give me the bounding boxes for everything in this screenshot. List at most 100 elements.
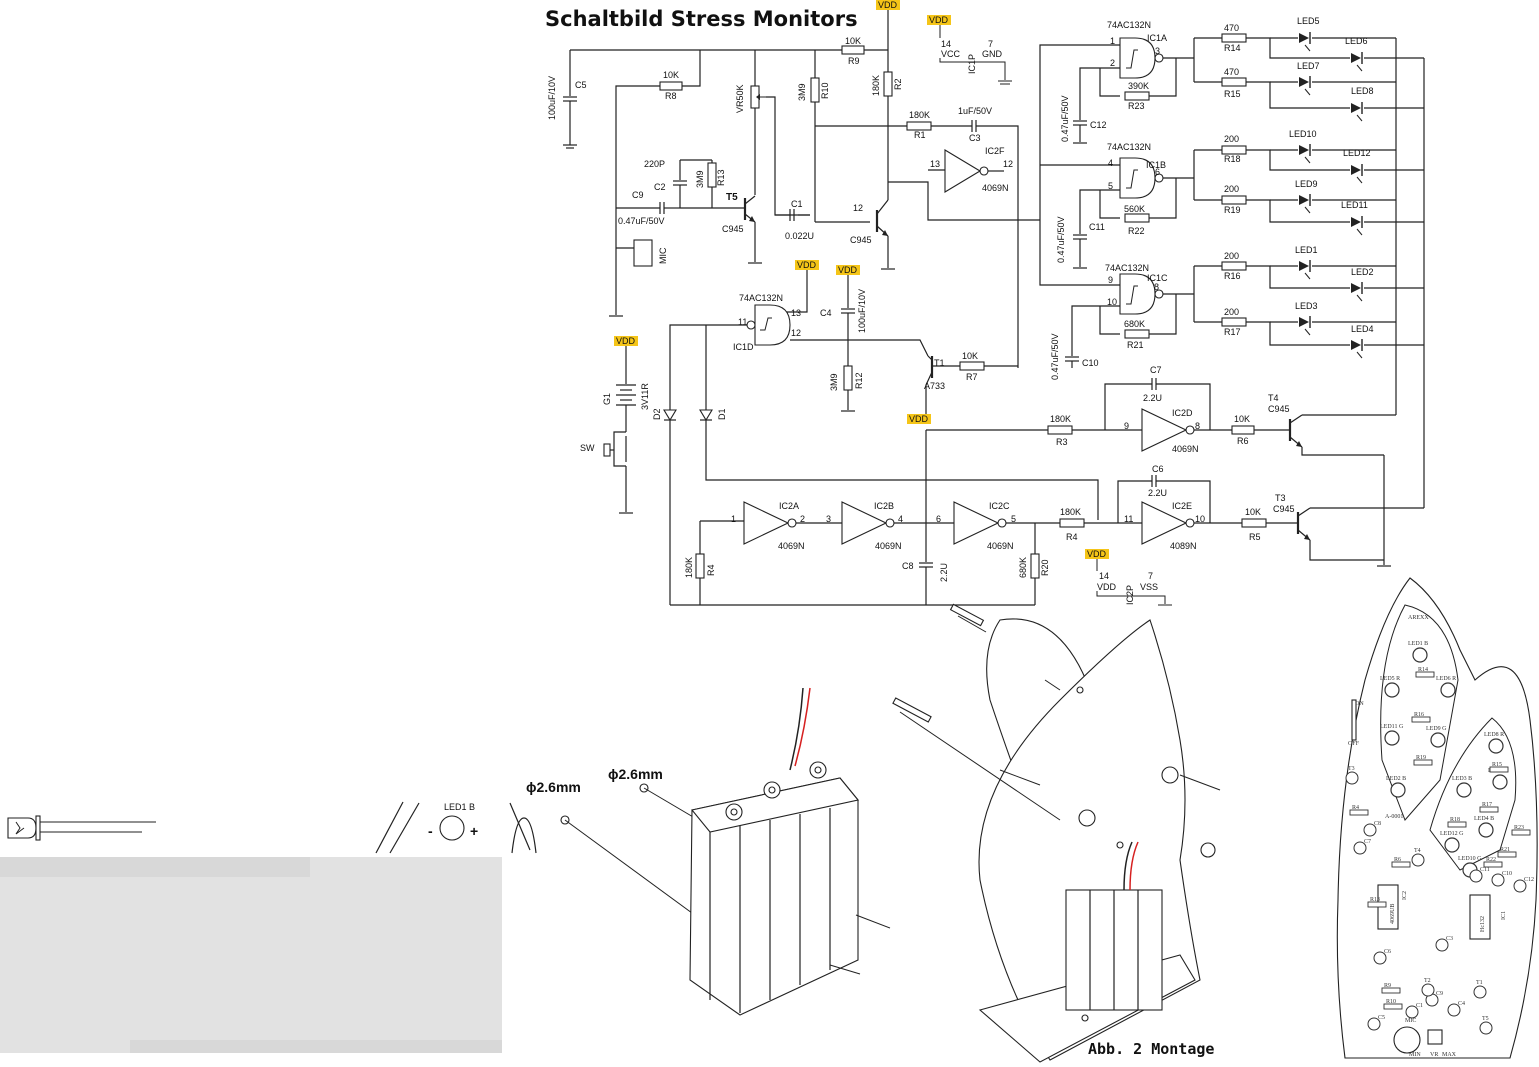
pcb-transistor-label: T4 <box>1414 848 1421 854</box>
svg-text:R15: R15 <box>1224 89 1241 99</box>
svg-text:8: 8 <box>1154 282 1159 292</box>
svg-text:7: 7 <box>1148 571 1153 581</box>
resistor-r21: 680K R21 <box>1124 294 1177 350</box>
svg-text:R21: R21 <box>1127 340 1144 350</box>
pcb-resistor-label: R6 <box>1394 857 1401 863</box>
svg-text:14: 14 <box>941 39 951 49</box>
svg-text:6: 6 <box>1155 167 1160 177</box>
svg-text:C945: C945 <box>1273 504 1295 514</box>
svg-text:C6: C6 <box>1152 464 1164 474</box>
svg-text:R8: R8 <box>665 91 677 101</box>
svg-text:R23: R23 <box>1128 101 1145 111</box>
svg-text:3M9: 3M9 <box>829 373 839 391</box>
svg-text:R4: R4 <box>706 564 716 576</box>
svg-text:C1: C1 <box>791 199 803 209</box>
svg-text:R10: R10 <box>820 82 830 99</box>
svg-text:R3: R3 <box>1056 437 1068 447</box>
svg-text:MIC: MIC <box>658 247 668 264</box>
led-side-view <box>7 815 156 841</box>
schematic-title: Schaltbild Stress Monitors <box>545 7 858 31</box>
svg-text:R4: R4 <box>1066 532 1078 542</box>
svg-text:VDD: VDD <box>929 15 949 25</box>
pcb-capacitor <box>1469 869 1483 883</box>
svg-text:4: 4 <box>1108 158 1113 168</box>
svg-text:VSS: VSS <box>1140 582 1158 592</box>
capacitor-c4: C4 100uF/10V <box>820 289 867 366</box>
nand-ic1d: 74AC132N 13 12 11 IC1D <box>733 293 801 352</box>
svg-text:74AC132N: 74AC132N <box>739 293 783 303</box>
svg-text:3: 3 <box>826 514 831 524</box>
resistor-r10: 3M9 R10 <box>797 50 830 222</box>
svg-text:2.2U: 2.2U <box>1148 488 1167 498</box>
pcb-led-label: LED1 B <box>1408 641 1428 647</box>
svg-text:2: 2 <box>1110 58 1115 68</box>
pcb-resistor-label: R4 <box>1352 805 1359 811</box>
vdd-ic1d: VDD <box>785 260 819 313</box>
transistor-t1: T1 A733 <box>924 355 960 391</box>
inverter-ic2e: 11 10 IC2E 4089N <box>1124 501 1205 551</box>
pcb-capacitor <box>1435 938 1449 952</box>
pcb-capacitor <box>1513 879 1527 893</box>
svg-text:R9: R9 <box>848 56 860 66</box>
pcb-resistor-label: R13 <box>1370 897 1380 903</box>
resistor-r17: 200 R17 <box>1221 307 1247 337</box>
vdd-t1: VDD <box>907 385 931 424</box>
led-label: LED3 <box>1295 301 1318 311</box>
svg-text:C11: C11 <box>1089 222 1105 232</box>
pcb-led <box>1390 782 1406 798</box>
pcb-led-label: LED12 G <box>1440 831 1464 837</box>
svg-text:R20: R20 <box>1040 559 1050 576</box>
battery-holder-illustration: ϕ2.6mm ϕ2.6mm <box>526 687 891 1016</box>
pcb-resistor <box>1479 806 1499 813</box>
svg-text:100uF/10V: 100uF/10V <box>857 289 867 333</box>
pcb-resistor-label: R10 <box>1386 999 1396 1005</box>
resistor-r16: 200 R16 <box>1221 251 1247 281</box>
svg-text:180K: 180K <box>909 110 930 120</box>
transistor-t5: T5 C945 <box>722 192 762 264</box>
svg-text:470: 470 <box>1224 23 1239 33</box>
pcb-transistor <box>1345 771 1359 785</box>
svg-text:4069N: 4069N <box>778 541 805 551</box>
pcb-led-label: LED2 B <box>1386 776 1406 782</box>
svg-text:4069N: 4069N <box>1172 444 1199 454</box>
led-label: LED8 <box>1351 86 1374 96</box>
svg-text:+: + <box>470 823 478 839</box>
pcb-resistor-label: R18 <box>1450 817 1460 823</box>
pcb-transistor-label: T5 <box>1482 1016 1489 1022</box>
pcb-capacitor <box>1363 823 1377 837</box>
resistor-r9: 10K R9 <box>841 36 865 66</box>
svg-text:IC1C: IC1C <box>1147 273 1168 283</box>
pcb-capacitor-label: C10 <box>1502 871 1512 877</box>
svg-text:4069N: 4069N <box>982 183 1009 193</box>
stand-assembly-illustration: Abb. 2 Montage <box>892 603 1221 1063</box>
capacitor-c2: 220P C2 <box>644 159 687 208</box>
svg-text:100uF/10V: 100uF/10V <box>547 76 557 120</box>
pcb-resistor-label: R9 <box>1384 983 1391 989</box>
svg-text:2.2U: 2.2U <box>1143 393 1162 403</box>
inverter-ic2a: 1 2 IC2A 4069N <box>731 501 805 551</box>
svg-text:74AC132N: 74AC132N <box>1105 263 1149 273</box>
pcb-led <box>1478 822 1494 838</box>
svg-text:MIC: MIC <box>1405 1018 1416 1024</box>
pcb-resistor <box>1381 987 1401 994</box>
pcb-resistor-label: R15 <box>1492 762 1502 768</box>
svg-text:74AC132N: 74AC132N <box>1107 20 1151 30</box>
svg-text:220P: 220P <box>644 159 665 169</box>
svg-text:R5: R5 <box>1249 532 1261 542</box>
svg-text:C945: C945 <box>850 235 872 245</box>
pcb-resistor <box>1483 861 1503 868</box>
transistor-t3: T3 C945 <box>1273 493 1424 561</box>
svg-text:VDD: VDD <box>797 260 817 270</box>
diode-d1: D1 <box>699 408 1099 520</box>
svg-text:C3: C3 <box>969 133 981 143</box>
svg-text:IC2B: IC2B <box>874 501 894 511</box>
svg-text:200: 200 <box>1224 134 1239 144</box>
svg-text:R16: R16 <box>1224 271 1241 281</box>
resistor-r23: 390K R23 <box>1124 58 1177 111</box>
pcb-resistor-label: R14 <box>1418 667 1428 673</box>
resistor-r18: 200 R18 <box>1221 134 1247 164</box>
pcb-resistor <box>1497 851 1517 858</box>
led-symbol: LED4 <box>1351 324 1374 359</box>
svg-text:AREXX: AREXX <box>1408 615 1429 621</box>
